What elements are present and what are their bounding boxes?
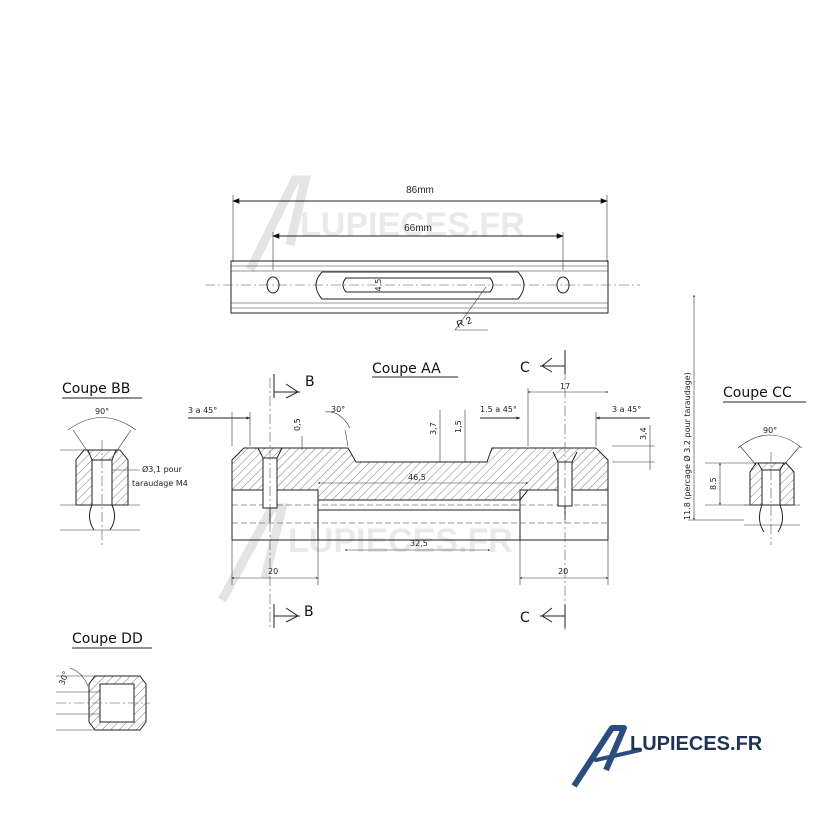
section-bb: Coupe BB 90° Ø3,1 pour taraudage M4 <box>60 381 188 548</box>
bb-note-line2: taraudage M4 <box>132 479 188 488</box>
hole-left <box>266 276 280 294</box>
dim-slot-46-5: 46,5 <box>408 473 426 482</box>
svg-text:C: C <box>520 360 530 376</box>
section-marker-c-bottom: C <box>520 604 566 628</box>
section-marker-b-top: B <box>273 374 315 399</box>
top-view-body <box>230 260 609 314</box>
dim-66-label: 66mm <box>404 223 432 234</box>
section-aa-title: Coupe AA <box>372 361 441 377</box>
logo-a-icon <box>571 725 627 788</box>
top-view: 86mm 66mm 4.5 R 2 <box>205 185 640 331</box>
dim-chamfer-right: 3 a 45° <box>612 405 641 414</box>
radius-label: R 2 <box>455 315 474 331</box>
top-view-slot <box>315 271 525 300</box>
dim-86-label: 86mm <box>406 185 434 196</box>
logo-text: LUPIECES.FR <box>630 733 763 755</box>
dim-height-3-4: 3,4 <box>639 427 648 440</box>
section-dd: Coupe DD 30° <box>56 631 152 731</box>
section-cc: Coupe CC 90° 8.5 11.8 (percage Ø 3.2 pou… <box>682 294 806 545</box>
watermark-text: LUPIECES.FR <box>288 522 513 560</box>
cc-dim-8-5: 8.5 <box>709 477 718 490</box>
watermark-top: LUPIECES.FR <box>245 175 525 273</box>
dim-4-5-label: 4.5 <box>374 279 383 292</box>
svg-text:C: C <box>520 610 530 626</box>
section-bb-title: Coupe BB <box>62 381 130 397</box>
dd-angle-label: 30° <box>57 670 70 686</box>
cc-dim-note: 11.8 (percage Ø 3.2 pour taraudage) <box>682 372 692 520</box>
watermark-a-icon <box>245 175 311 273</box>
hole-right <box>556 276 570 294</box>
watermark-bottom: LUPIECES.FR <box>218 503 513 603</box>
svg-text:B: B <box>305 374 315 390</box>
dim-depth-0-5: 0,5 <box>293 418 302 431</box>
section-aa: Coupe AA 3 a 45° 30° 0,5 3,7 1,5 <box>188 350 655 630</box>
section-cc-title: Coupe CC <box>723 385 792 401</box>
bb-angle-label: 90° <box>95 407 109 416</box>
dim-angle-30: 30° <box>331 405 345 414</box>
dim-slot-32-5: 32,5 <box>410 539 428 548</box>
section-dd-title: Coupe DD <box>72 631 143 647</box>
watermark-a-icon <box>218 503 288 603</box>
dim-foot-left-20: 20 <box>268 567 278 576</box>
svg-text:B: B <box>304 604 314 620</box>
dim-foot-right-20: 20 <box>558 567 568 576</box>
bb-note-line1: Ø3,1 pour <box>142 464 183 474</box>
dim-depth-3-7: 3,7 <box>429 422 438 435</box>
dim-chamfer-left: 3 a 45° <box>188 406 217 415</box>
dim-depth-1-5: 1,5 <box>454 420 463 433</box>
section-marker-b-bottom: B <box>273 604 314 628</box>
brand-logo: LUPIECES.FR <box>571 725 763 788</box>
dim-chamfer-mid: 1.5 a 45° <box>480 405 517 414</box>
cc-angle-label: 90° <box>763 426 777 435</box>
section-marker-c-top: C <box>520 350 566 376</box>
dim-length-17: 17 <box>560 382 570 391</box>
